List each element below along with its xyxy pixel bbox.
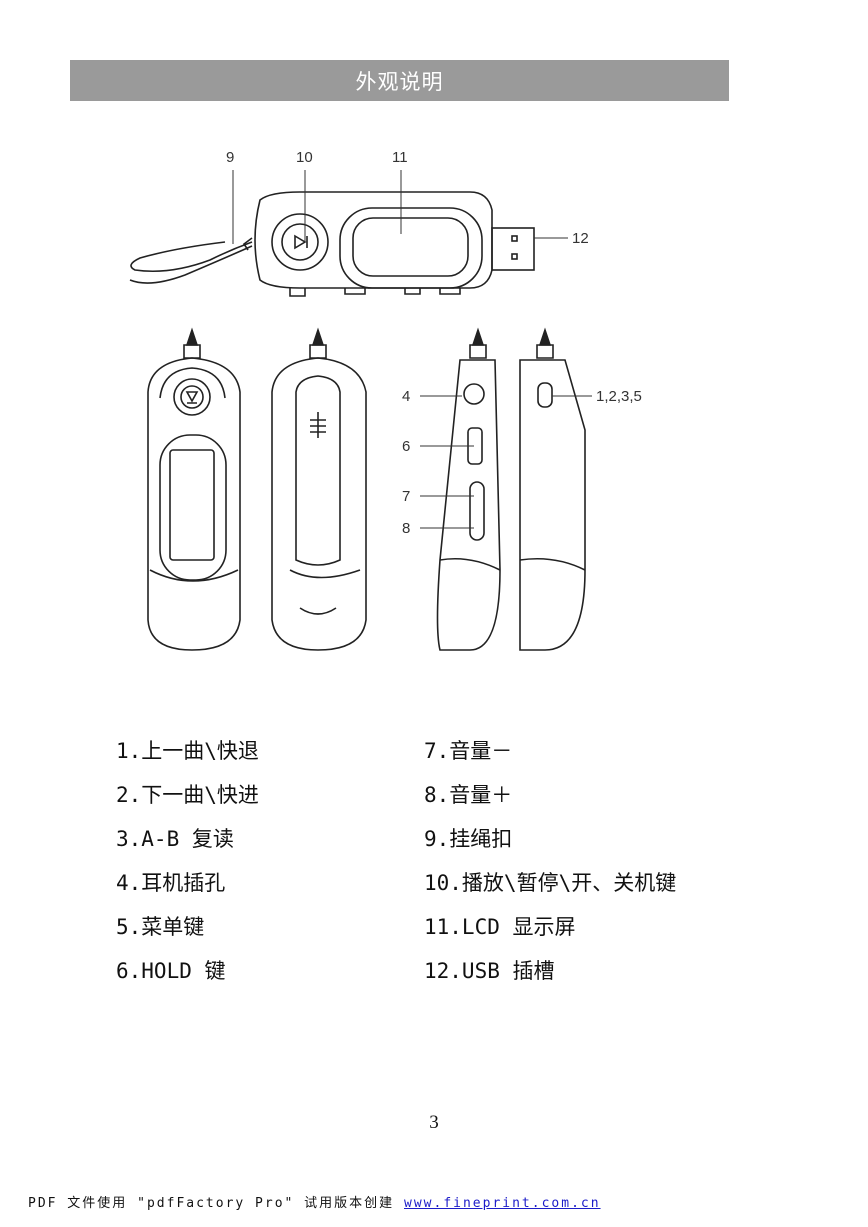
callout-12: 12 — [572, 230, 589, 247]
legend-item: 4.耳机插孔 — [116, 871, 226, 895]
left-side-view — [436, 327, 501, 651]
right-side-view — [519, 327, 586, 651]
page-number: 3 — [429, 1112, 439, 1133]
top-view — [129, 191, 535, 297]
legend-item: 12.USB 插槽 — [424, 959, 555, 983]
callout-4: 4 — [402, 388, 410, 405]
callout-6: 6 — [402, 438, 410, 455]
callout-7: 7 — [402, 488, 410, 505]
pdf-footer: PDF 文件使用 "pdfFactory Pro" 试用版本创建 www.fin… — [28, 1192, 601, 1211]
legend-item: 1.上一曲\快退 — [116, 739, 259, 763]
callout-10: 10 — [296, 149, 313, 166]
front-view — [147, 327, 241, 651]
legend-item: 2.下一曲\快进 — [116, 783, 259, 807]
legend-left: 1.上一曲\快退 2.下一曲\快进 3.A-B 复读 4.耳机插孔 5.菜单键 … — [116, 735, 259, 999]
callout-8: 8 — [402, 520, 410, 537]
legend-item: 3.A-B 复读 — [116, 827, 234, 851]
footer-link[interactable]: www.fineprint.com.cn — [404, 1196, 601, 1211]
callout-11: 11 — [392, 149, 408, 166]
legend-item: 6.HOLD 键 — [116, 959, 226, 983]
footer-text: PDF 文件使用 "pdfFactory Pro" 试用版本创建 — [28, 1196, 405, 1211]
legend-item: 7.音量－ — [424, 739, 513, 763]
legend-item: 11.LCD 显示屏 — [424, 915, 576, 939]
callout-1-2-3-5: 1,2,3,5 — [596, 388, 642, 405]
legend-item: 5.菜单键 — [116, 915, 205, 939]
legend-item: 8.音量＋ — [424, 783, 513, 807]
section-title: 外观说明 — [355, 69, 444, 94]
legend-right: 7.音量－ 8.音量＋ 9.挂绳扣 10.播放\暂停\开、关机键 11.LCD … — [424, 735, 676, 999]
legend-item: 9.挂绳扣 — [424, 827, 513, 851]
back-view — [271, 327, 367, 651]
device-illustration: 9 10 11 12 4 6 7 8 1,2,3,5 — [129, 149, 642, 651]
legend-item: 10.播放\暂停\开、关机键 — [424, 871, 677, 895]
section-title-bar: 外观说明 — [70, 60, 729, 101]
callout-9: 9 — [226, 149, 234, 166]
